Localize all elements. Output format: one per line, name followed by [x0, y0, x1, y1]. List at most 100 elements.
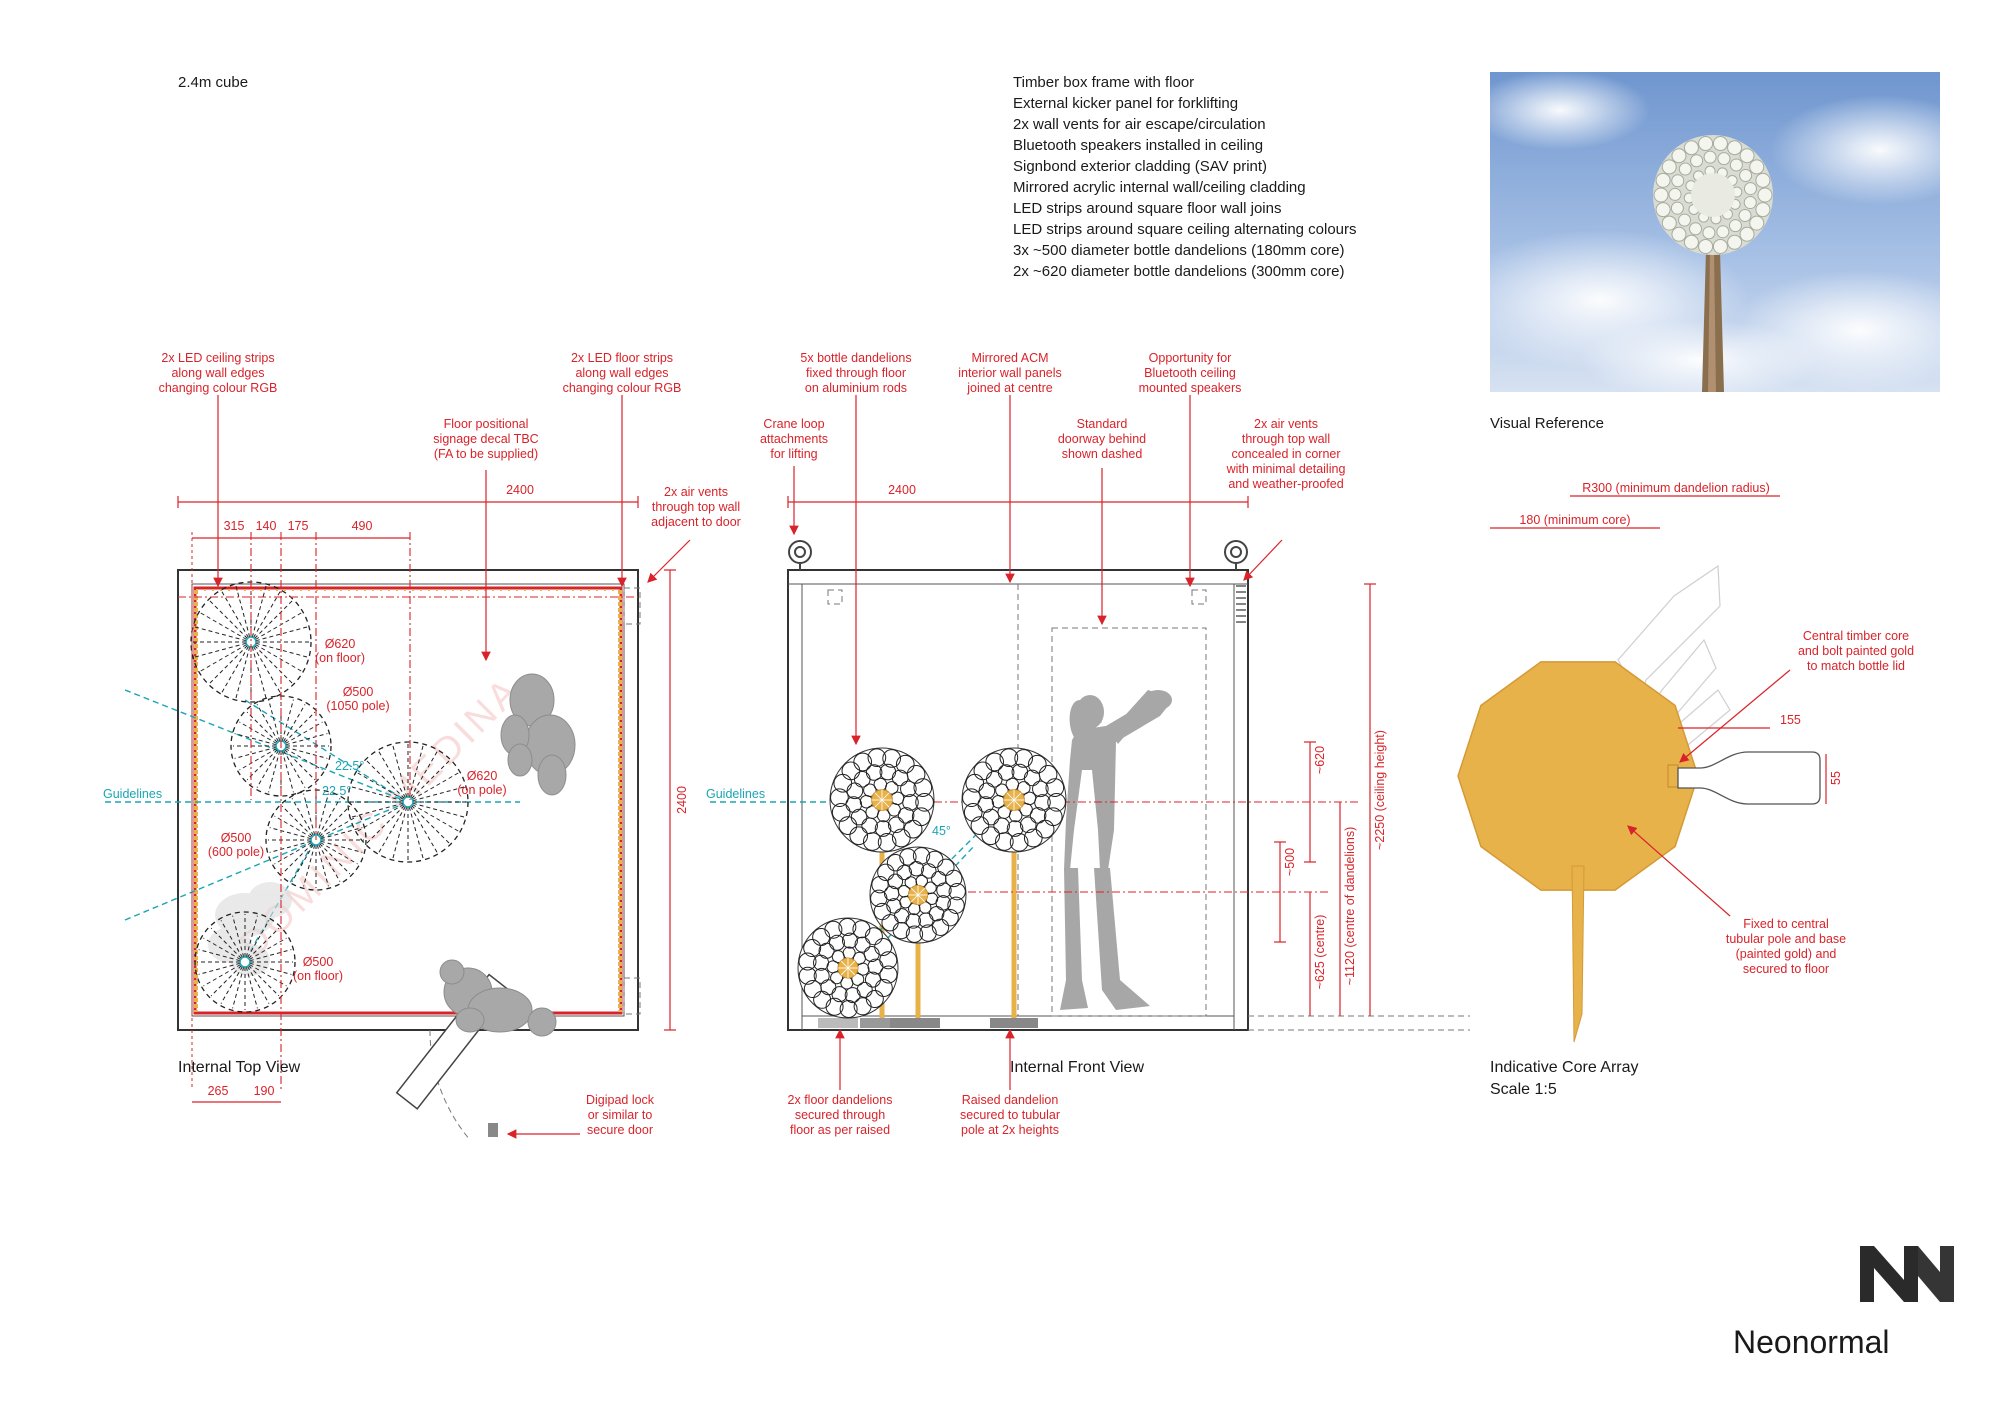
acm-line: Mirrored ACM [971, 351, 1048, 365]
fixed-pole-line: (painted gold) and [1736, 947, 1837, 961]
brand-name: Neonormal [1733, 1324, 1890, 1360]
floor-decal-line: (FA to be supplied) [434, 447, 538, 461]
crane-loop-right [1224, 540, 1248, 570]
dandelion-elevation [869, 846, 967, 944]
svg-text:140: 140 [256, 519, 277, 533]
spec-line: 3x ~500 diameter bottle dandelions (180m… [1013, 242, 1344, 259]
timber-core-line: Central timber core [1803, 629, 1909, 643]
guidelines-label-top: Guidelines [103, 787, 162, 801]
crane-line: for lifting [770, 447, 817, 461]
spec-line: 2x wall vents for air escape/circulation [1013, 116, 1266, 133]
vents-corner-line: through top wall [1242, 432, 1330, 446]
svg-text:~1120 (centre of dandelions): ~1120 (centre of dandelions) [1343, 827, 1357, 986]
svg-text:45°: 45° [932, 824, 951, 838]
svg-text:22.5°: 22.5° [322, 784, 351, 798]
diameter-label: Ø500 [221, 831, 252, 845]
front-view-drawing [710, 540, 1470, 1031]
fixed-pole-line: secured to floor [1743, 962, 1829, 976]
floor-decal-line: Floor positional [444, 417, 529, 431]
watermark: DOMINIC MEDINA [232, 669, 530, 967]
crane-line: attachments [760, 432, 828, 446]
core-array-scale: Scale 1:5 [1490, 1081, 1557, 1098]
visual-reference-photo [1450, 70, 1990, 400]
timber-core-line: and bolt painted gold [1798, 644, 1914, 658]
vents-corner-line: concealed in corner [1231, 447, 1340, 461]
floor-decal-line: signage decal TBC [433, 432, 538, 446]
acm-line: interior wall panels [958, 366, 1062, 380]
doorway-line: doorway behind [1058, 432, 1146, 446]
spec-line: Mirrored acrylic internal wall/ceiling c… [1013, 179, 1306, 196]
timber-core-line: to match bottle lid [1807, 659, 1905, 673]
speakers-line: Bluetooth ceiling [1144, 366, 1236, 380]
diameter-label: Ø500 [303, 955, 334, 969]
svg-text:2400: 2400 [506, 483, 534, 497]
raised-line: pole at 2x heights [961, 1123, 1059, 1137]
svg-text:2400: 2400 [888, 483, 916, 497]
digipad-line: Digipad lock [586, 1093, 655, 1107]
air-vents-line: 2x air vents [664, 485, 728, 499]
spec-line: 2x ~620 diameter bottle dandelions (300m… [1013, 263, 1344, 280]
person-figure-top-2 [439, 959, 557, 1037]
vents-corner-line: and weather-proofed [1228, 477, 1343, 491]
person-silhouette-front [1060, 690, 1172, 1010]
guidelines-label-front: Guidelines [706, 787, 765, 801]
dandelion-elevation [961, 747, 1067, 853]
core-array-annotations: R300 (minimum dandelion radius) 180 (min… [1490, 481, 1914, 1098]
dandelions-line: 5x bottle dandelions [800, 351, 911, 365]
core-array-drawing [1457, 564, 1821, 1043]
vents-corner-line: with minimal detailing [1226, 462, 1346, 476]
diameter-label: (1050 pole) [326, 699, 389, 713]
led-floor-line: along wall edges [575, 366, 668, 380]
floor-dandelions-line: floor as per raised [790, 1123, 890, 1137]
svg-text:55: 55 [1829, 771, 1843, 785]
svg-text:180 (minimum core): 180 (minimum core) [1519, 513, 1630, 527]
front-view-caption: Internal Front View [1010, 1059, 1144, 1076]
led-floor-line: changing colour RGB [563, 381, 682, 395]
speakers-line: mounted speakers [1139, 381, 1242, 395]
diameter-label: (on pole) [457, 783, 506, 797]
dandelion-elevation [829, 747, 935, 853]
diameter-label: Ø620 [325, 637, 356, 651]
raised-line: Raised dandelion [962, 1093, 1059, 1107]
svg-text:190: 190 [254, 1084, 275, 1098]
svg-text:265: 265 [208, 1084, 229, 1098]
floor-dandelions-line: 2x floor dandelions [788, 1093, 893, 1107]
crane-line: Crane loop [763, 417, 824, 431]
led-ceiling-line: 2x LED ceiling strips [161, 351, 274, 365]
crane-loop-left [788, 540, 812, 570]
acm-line: joined at centre [966, 381, 1053, 395]
svg-text:2400: 2400 [675, 786, 689, 814]
spec-line: LED strips around square floor wall join… [1013, 200, 1281, 217]
core-array-caption: Indicative Core Array [1490, 1059, 1639, 1076]
svg-text:~2250 (ceiling height): ~2250 (ceiling height) [1373, 730, 1387, 850]
diameter-label: Ø620 [467, 769, 498, 783]
air-vents-line: adjacent to door [651, 515, 741, 529]
led-ceiling-line: along wall edges [171, 366, 264, 380]
neonormal-logo-icon [1860, 1246, 1954, 1302]
svg-text:~500: ~500 [1283, 848, 1297, 876]
digipad-line: or similar to [588, 1108, 653, 1122]
spec-line: Bluetooth speakers installed in ceiling [1013, 137, 1263, 154]
spec-line: Timber box frame with floor [1013, 74, 1194, 91]
person-figure-top-1 [500, 673, 576, 796]
front-view-dimensions: 2400 ~620 ~500 ~625 (centre) ~1120 (cent… [787, 483, 1387, 1016]
svg-text:175: 175 [288, 519, 309, 533]
dandelion-plan [347, 741, 469, 863]
dandelion-plan [190, 581, 312, 703]
fixed-pole-line: tubular pole and base [1726, 932, 1846, 946]
svg-text:~625 (centre): ~625 (centre) [1313, 915, 1327, 990]
spec-line: LED strips around square ceiling alterna… [1013, 221, 1357, 238]
doorway-line: Standard [1077, 417, 1128, 431]
